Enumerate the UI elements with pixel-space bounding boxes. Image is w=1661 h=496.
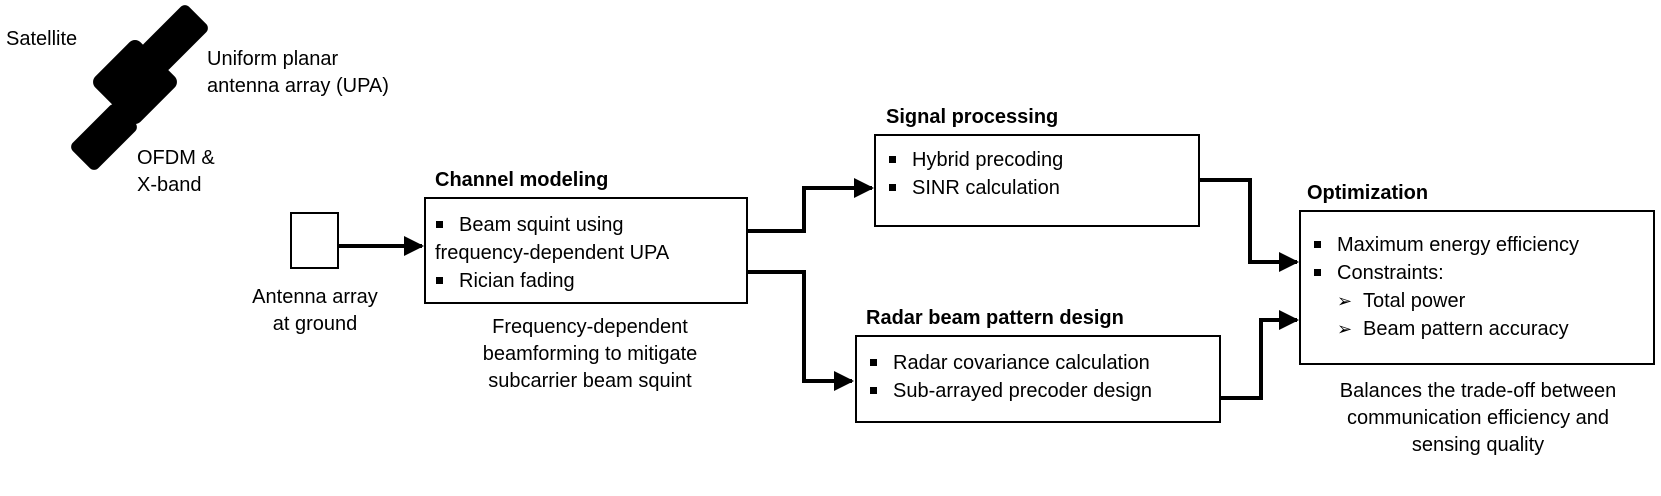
ground-label-line2: at ground: [272, 313, 358, 335]
channel-bullet1-line1: Beam squint using: [459, 214, 624, 236]
channel-caption: Frequency-dependent beamforming to mitig…: [440, 314, 740, 395]
channel-bullet1-line2: frequency-dependent UPA: [435, 242, 670, 264]
signal-box: Hybrid precoding SINR calculation: [874, 134, 1200, 227]
upa-label: Uniform planar antenna array (UPA): [207, 46, 389, 100]
satellite-label: Satellite: [6, 28, 78, 50]
satellite-body: [93, 40, 177, 124]
channel-caption-line2: beamforming to mitigate: [482, 343, 698, 365]
optimization-box: Maximum energy efficiency Constraints: T…: [1299, 210, 1655, 365]
optimization-sub-beam-accuracy: Beam pattern accuracy: [1337, 315, 1643, 343]
optimization-bullet-constraints: Constraints:: [1311, 259, 1643, 287]
optimization-caption-line3: sensing quality: [1411, 434, 1545, 456]
optimization-sub-total-power: Total power: [1337, 287, 1643, 315]
optimization-bullet-energy: Maximum energy efficiency: [1311, 231, 1643, 259]
satellite-panel-upper: [142, 5, 208, 71]
signal-bullet-hybrid: Hybrid precoding: [886, 146, 1188, 174]
signal-title: Signal processing: [886, 106, 1059, 128]
radar-title: Radar beam pattern design: [866, 307, 1124, 329]
channel-caption-line1: Frequency-dependent: [492, 316, 688, 338]
arrow-channel-to-signal: [748, 178, 874, 233]
arrow-channel-to-radar: [748, 270, 854, 391]
optimization-caption-line1: Balances the trade-off between: [1339, 380, 1617, 402]
channel-bullet-rician: Rician fading: [433, 267, 736, 295]
upa-label-line2: antenna array (UPA): [207, 75, 389, 97]
channel-box: Beam squint using frequency-dependent UP…: [424, 197, 748, 304]
arrow-radar-to-optimization: [1220, 310, 1299, 400]
ofdm-label: OFDM & X-band: [137, 145, 215, 199]
channel-bullet-beam-squint: Beam squint using: [433, 211, 736, 239]
optimization-title: Optimization: [1307, 182, 1429, 204]
ofdm-label-line1: OFDM &: [137, 147, 215, 169]
optimization-caption-line2: communication efficiency and: [1347, 407, 1609, 429]
radar-bullet-precoder: Sub-arrayed precoder design: [867, 377, 1209, 405]
arrow-signal-to-optimization: [1200, 178, 1299, 272]
channel-caption-line3: subcarrier beam squint: [488, 370, 692, 392]
channel-title: Channel modeling: [435, 169, 609, 191]
ground-label: Antenna array at ground: [230, 284, 400, 338]
ofdm-label-line2: X-band: [137, 174, 202, 196]
ground-label-line1: Antenna array: [252, 286, 378, 308]
radar-box: Radar covariance calculation Sub-arrayed…: [855, 335, 1221, 423]
ground-antenna-box: [290, 212, 339, 269]
upa-label-line1: Uniform planar: [207, 48, 339, 70]
radar-bullet-covariance: Radar covariance calculation: [867, 349, 1209, 377]
signal-bullet-sinr: SINR calculation: [886, 174, 1188, 202]
optimization-caption: Balances the trade-off between communica…: [1300, 378, 1656, 459]
satellite-panel-lower: [71, 104, 137, 170]
